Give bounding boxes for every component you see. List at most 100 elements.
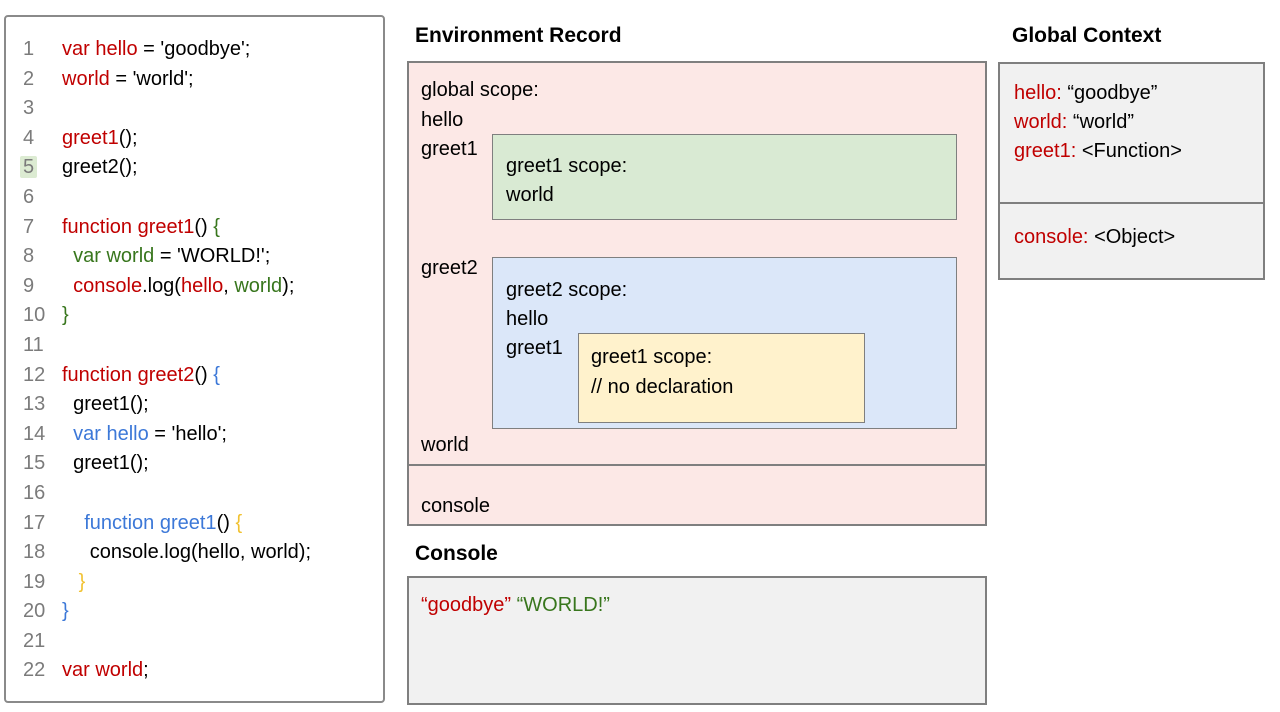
global-scope-var-world: world <box>421 434 469 456</box>
variable-name: world: <box>1014 111 1068 133</box>
code-line: 18 console.log(hello, world); <box>6 538 383 568</box>
code-line: 17 function greet1() { <box>6 509 383 539</box>
greet2-scope-box: greet2 scope: hello greet1 greet1 scope:… <box>492 257 957 429</box>
variable-name: greet1: <box>1014 140 1077 162</box>
code-line: 15 greet1(); <box>6 449 383 479</box>
code-line: 8 var world = 'WORLD!'; <box>6 242 383 272</box>
inner-greet1-scope-label: greet1 scope: <box>591 346 713 368</box>
global-scope-var-hello: hello <box>421 109 464 131</box>
console-output-box: “goodbye” “WORLD!” <box>407 576 987 705</box>
code-text: var hello = 'goodbye'; <box>62 38 251 60</box>
line-number: 22 <box>23 659 46 682</box>
inner-greet1-scope-box: greet1 scope: // no declaration <box>578 333 865 423</box>
line-number: 3 <box>23 97 35 120</box>
code-text: function greet1() { <box>84 511 243 534</box>
line-number: 21 <box>23 629 46 652</box>
code-text: console.log(hello, world); <box>62 541 312 564</box>
line-number: 11 <box>23 333 44 356</box>
code-line: 13 greet1(); <box>6 390 383 420</box>
variable-value: <Object> <box>1094 226 1176 248</box>
code-text: } <box>78 570 86 593</box>
line-number: 8 <box>23 245 35 268</box>
line-number: 4 <box>23 126 35 149</box>
global-context-entry-world: world: “world” <box>1014 111 1134 134</box>
code-text: greet1(); <box>62 452 149 475</box>
global-context-variables-box: hello: “goodbye” world: “world” greet1: … <box>998 62 1265 204</box>
line-number: 12 <box>23 363 46 386</box>
variable-name: console: <box>1014 226 1089 248</box>
code-lines: 1 var hello = 'goodbye'; 2 world = 'world';… <box>6 35 383 686</box>
line-number: 9 <box>23 274 35 297</box>
line-number: 19 <box>23 570 46 593</box>
line-number: 16 <box>23 481 46 504</box>
line-number: 2 <box>23 67 35 90</box>
line-number: 15 <box>23 452 46 475</box>
code-editor-panel: 1 var hello = 'goodbye'; 2 world = 'world';… <box>4 15 385 703</box>
line-number: 20 <box>23 600 46 623</box>
code-line: 10} <box>6 301 383 331</box>
global-context-entry-hello: hello: “goodbye” <box>1014 82 1157 105</box>
console-record-var: console <box>421 495 490 517</box>
variable-name: hello: <box>1014 82 1062 104</box>
code-line: 14 var hello = 'hello'; <box>6 420 383 450</box>
code-text: console.log(hello, world); <box>73 274 295 297</box>
global-scope-label: global scope: <box>421 79 539 101</box>
greet2-scope-var-hello: hello <box>506 308 549 330</box>
code-text: var world; <box>62 659 149 682</box>
code-text: greet1(); <box>62 126 138 149</box>
code-text: function greet1() { <box>62 215 220 238</box>
code-line: 2 world = 'world'; <box>6 65 383 95</box>
line-number: 10 <box>23 304 46 327</box>
global-scope-var-greet2: greet2 <box>421 257 478 279</box>
line-number: 18 <box>23 541 46 564</box>
code-line: 19 } <box>6 568 383 598</box>
code-text: var hello = 'hello'; <box>73 422 227 445</box>
code-line: 11 <box>6 331 383 361</box>
code-line: 12 function greet2() { <box>6 361 383 391</box>
global-context-entry-greet1: greet1: <Function> <box>1014 140 1182 163</box>
line-number: 13 <box>23 393 46 416</box>
variable-value: “world” <box>1072 111 1135 133</box>
greet1-scope-var-world: world <box>506 184 554 206</box>
inner-greet1-scope-comment: // no declaration <box>591 376 734 398</box>
code-line: 6 <box>6 183 383 213</box>
code-line: 5 greet2(); <box>6 153 383 183</box>
code-text: greet1(); <box>62 393 149 416</box>
console-output-line: “goodbye” “WORLD!” <box>421 594 610 617</box>
console-output-world: “WORLD!” <box>516 594 610 616</box>
greet1-scope-box: greet1 scope: world <box>492 134 957 220</box>
console-record-box: console <box>407 464 987 526</box>
code-text: var world = 'WORLD!'; <box>73 245 271 268</box>
greet2-scope-label: greet2 scope: <box>506 279 628 301</box>
variable-value: <Function> <box>1081 140 1182 162</box>
code-text: world = 'world'; <box>62 67 194 90</box>
global-context-entry-console: console: <Object> <box>1014 226 1175 249</box>
highlighted-line-number: 5 <box>20 156 38 179</box>
line-number: 6 <box>23 185 35 208</box>
code-text: } <box>62 600 69 623</box>
global-scope-box: global scope: hello greet1 greet1 scope:… <box>407 61 987 466</box>
code-line: 4 greet1(); <box>6 124 383 154</box>
variable-value: “goodbye” <box>1067 82 1158 104</box>
console-title: Console <box>415 542 498 565</box>
code-line: 20} <box>6 597 383 627</box>
line-number: 5 <box>20 153 62 183</box>
code-line: 22 var world; <box>6 656 383 686</box>
global-context-console-box: console: <Object> <box>998 202 1265 280</box>
console-output-goodbye: “goodbye” <box>421 594 512 616</box>
environment-record-title: Environment Record <box>415 24 622 47</box>
code-line: 9 console.log(hello, world); <box>6 272 383 302</box>
code-line: 7 function greet1() { <box>6 213 383 243</box>
line-number: 14 <box>23 422 46 445</box>
greet1-scope-label: greet1 scope: <box>506 155 628 177</box>
code-text: function greet2() { <box>62 363 220 386</box>
code-line: 3 <box>6 94 383 124</box>
line-number: 7 <box>23 215 35 238</box>
greet2-scope-var-greet1: greet1 <box>506 337 563 359</box>
code-line: 16 <box>6 479 383 509</box>
line-number: 17 <box>23 511 46 534</box>
global-context-title: Global Context <box>1012 24 1162 47</box>
line-number: 1 <box>23 38 35 60</box>
code-text: greet2(); <box>62 156 138 179</box>
